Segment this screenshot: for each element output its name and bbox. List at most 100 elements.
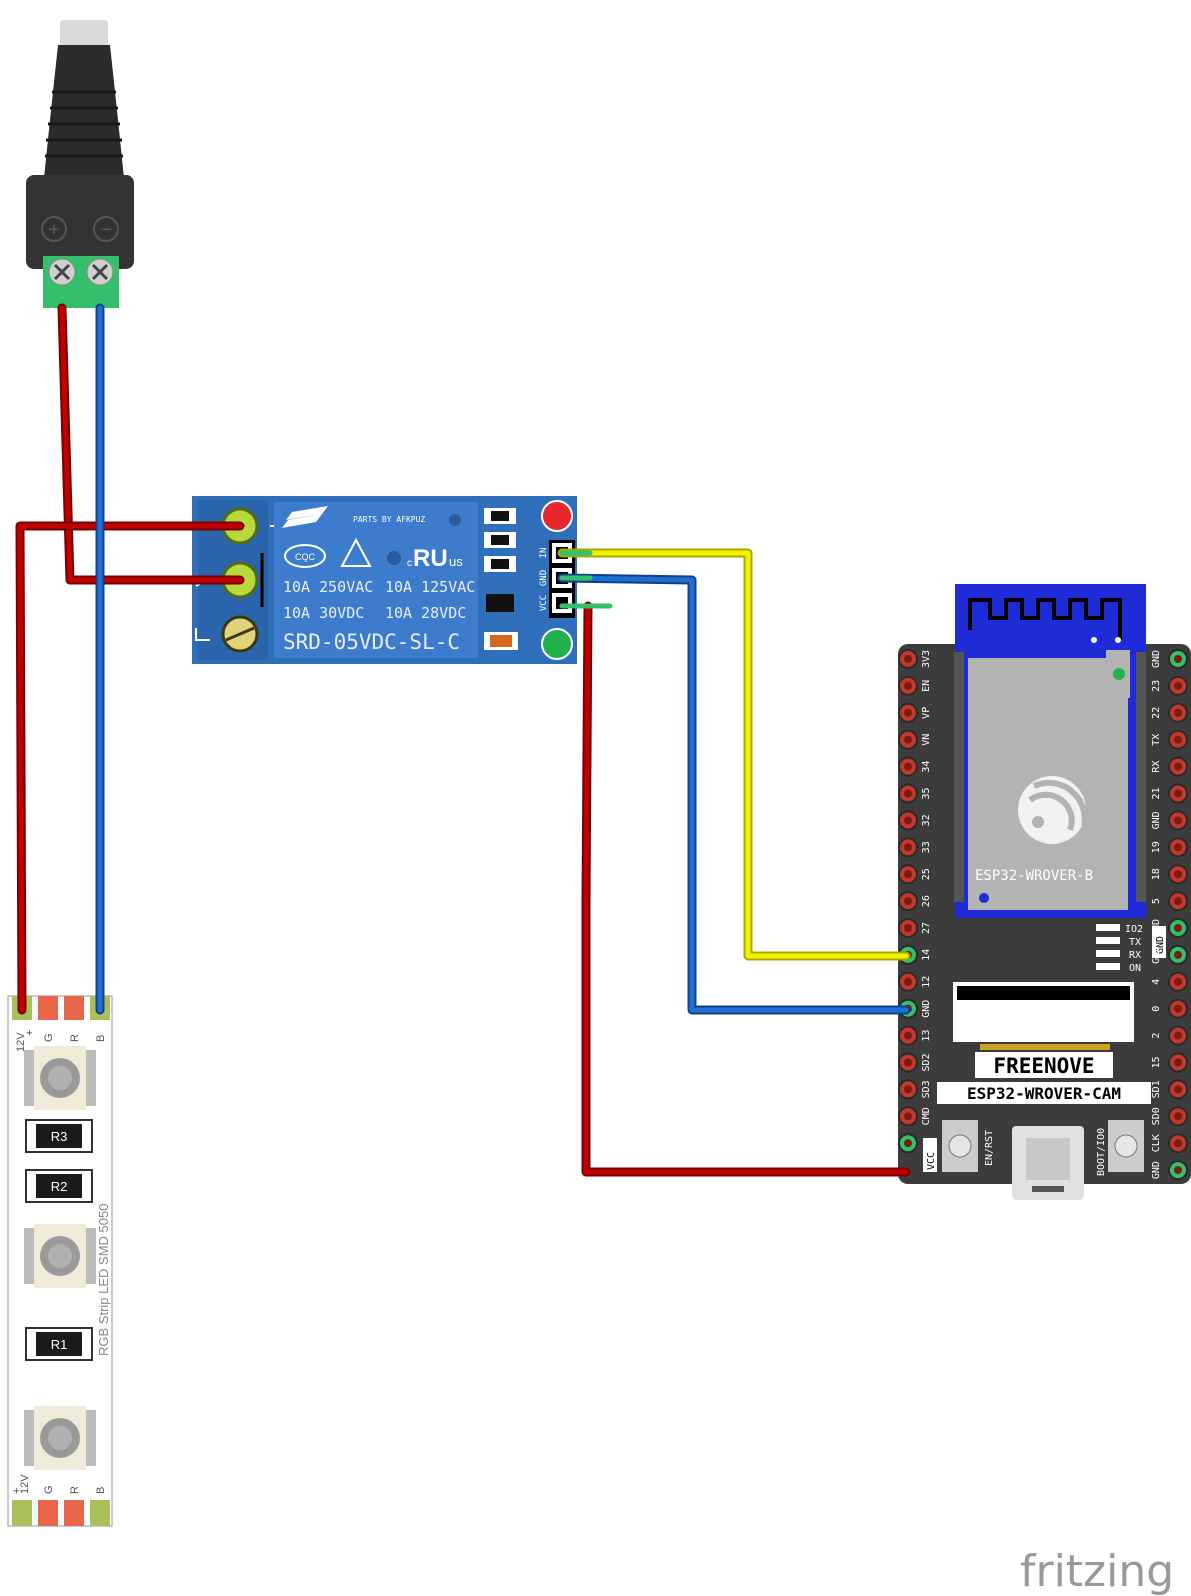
cert-ul: RU [413,545,448,572]
esp32-pin-label: GND [1151,811,1162,829]
esp32-pin-label: EN [921,680,932,692]
esp32-pin-label: RX [1151,761,1162,773]
cqc-mark [284,544,326,568]
antenna-trace [968,598,1122,640]
led-strip-label: RGB Strip LED SMD 5050 [96,1204,111,1356]
relay-led-red [541,500,573,532]
relay-cube [274,502,478,658]
minus-icon [93,216,119,242]
esp32-pin-label: 27 [921,922,932,934]
strip-pad-g [38,996,58,1020]
strip-pad-b-bottom [90,1500,110,1526]
esp32-right-pin-header: GND2322TXRX21GND19185GNDGND40215SD1SD0CL… [1151,649,1188,1181]
esp32-pin-label: SD3 [921,1080,932,1098]
relay-brand-text: PARTS BY AFKPUZ [353,515,425,524]
jack-housing [26,175,134,269]
jack-tip [60,20,108,50]
esp32-board: ESP32-WROVER-B IO2 TX RX ON FREENOVE ESP… [898,584,1191,1200]
minus-symbol: − [100,219,112,241]
jack-ridges [45,90,123,158]
led-5050 [24,1046,96,1110]
vcc-label: VCC [926,1152,937,1170]
board-brand: FREENOVE [993,1054,1094,1078]
led-strip: 12V + G R B 12V + G R B [7,995,113,1527]
cert-c: c [407,558,412,569]
esp32-pin-label: 15 [1151,1056,1162,1068]
esp32-pin-label: 22 [1151,707,1162,719]
wire-blue-relay-gnd-to-esp-gnd [557,573,911,1015]
strip-pin-label: G [43,1485,55,1494]
strip-pin-label: R [69,1034,81,1042]
esp32-pin-label: CMD [921,1107,932,1125]
relay-led-green [541,628,573,660]
strip-pin-label: R [69,1486,81,1494]
led-label: ON [1129,963,1141,974]
brand-logo-icon [282,506,328,528]
resistor-r1: R1 [51,1337,68,1352]
esp32-pin-label: 33 [921,841,932,853]
led-label: RX [1129,950,1141,961]
esp32-pin-label: 34 [921,761,932,773]
esp32-pin-label: GND [921,1000,932,1018]
esp32-pin-label: SD0 [1151,1107,1162,1125]
esp32-pin-label: 14 [921,949,932,961]
rating-line2-a: 10A 30VDC [283,604,364,622]
module-label: ESP32-WROVER-B [975,868,1093,884]
rating-line1-a: 10A 250VAC [283,578,373,596]
strip-pin-label: 12V [19,1474,31,1494]
rating-line1-b: 10A 125VAC [385,578,475,596]
esp32-pin-label: 12 [921,976,932,988]
strip-pin-label: B [95,1035,107,1042]
esp32-pin-label: 18 [1151,868,1162,880]
esp32-pin-label: VP [921,707,932,719]
esp32-pin-label: CLK [1151,1134,1162,1152]
relay-pin-label: IN [539,548,549,559]
strip-pin-label: 12V [15,1032,27,1052]
espressif-logo-icon [1018,776,1088,844]
esp32-pin-label: 21 [1151,787,1162,799]
esp32-pin-label: 25 [921,868,932,880]
strip-pad-g-bottom [38,1500,58,1526]
relay-transistor [486,594,514,612]
strip-pin-label: B [95,1487,107,1494]
plus-icon [41,216,67,242]
led-label: TX [1129,937,1141,948]
board-name: ESP32-WROVER-CAM [967,1084,1121,1103]
esp32-pin-label: 13 [921,1030,932,1042]
fritzing-brand: fritzing [1020,1546,1174,1596]
cert-cqc: CQC [295,552,316,562]
wires [15,303,911,1177]
esp32-pin-label: SD2 [921,1053,932,1071]
rating-line2-b: 10A 28VDC [385,604,466,622]
esp32-pin-label: 35 [921,787,932,799]
jack-body [44,45,124,178]
button-label: EN/RST [984,1130,995,1166]
relay-pin-label: GND [539,570,549,586]
esp32-pin-label: GND [1151,919,1162,937]
led-5050 [24,1224,96,1288]
esp32-left-pin-header: 3V3ENVPVN343532332526271412GND13SD2SD3CM… [898,649,932,1154]
esp32-pin-label: 2 [1151,1033,1162,1039]
esp32-pin-label: SD1 [1151,1080,1162,1098]
dc-jack: + − [26,20,134,308]
plus-symbol: + [48,219,60,241]
strip-pin-label: G [43,1033,55,1042]
gnd-box-label: GND [1155,936,1166,954]
relay-module: PARTS BY AFKPUZ CQC c RU us 10A 250VAC 1… [192,496,577,664]
esp32-pin-label: VN [921,734,932,746]
resistor-r3: R3 [51,1129,68,1144]
resistor-r2: R2 [51,1179,68,1194]
module-led [1113,668,1125,680]
esp32-pin-label: 4 [1151,979,1162,985]
esp32-pin-label: 32 [921,814,932,826]
led-label: IO2 [1125,924,1143,935]
led-5050 [24,1406,96,1470]
button-label: BOOT/IO0 [1096,1128,1107,1176]
strip-pad-12v-bottom [12,1500,32,1526]
esp32-pin-label: TX [1151,734,1162,746]
esp32-pin-label: 5 [1151,898,1162,904]
relay-model: SRD-05VDC-SL-C [283,630,460,654]
strip-pad-r [64,996,84,1020]
cert-us: us [449,554,463,569]
